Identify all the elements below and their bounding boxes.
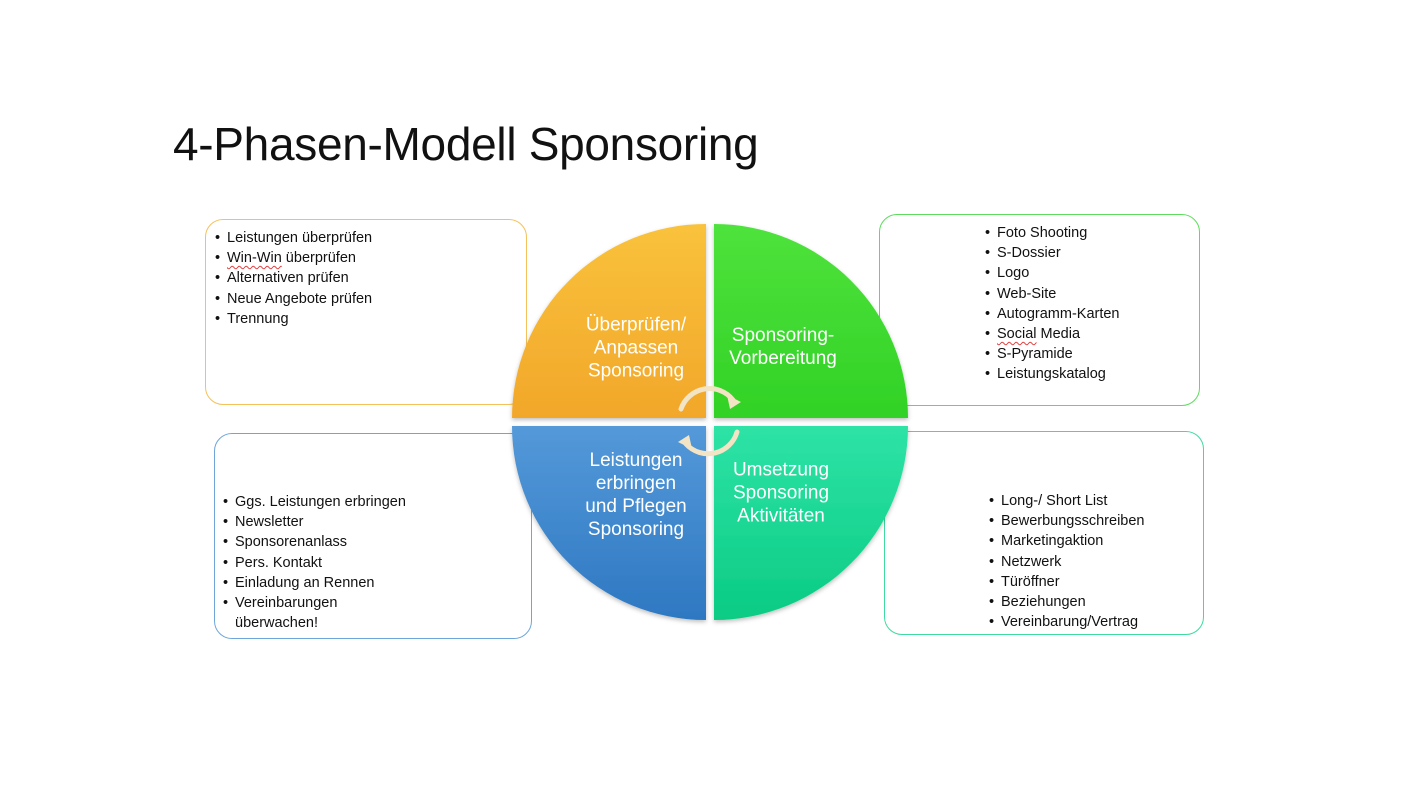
list-item-text: Trennung [227,310,289,327]
arrow-head-icon [678,435,692,449]
list-item: Win-Win überprüfen [215,248,372,268]
preparation-phase-box: Foto Shooting S-Dossier Logo Web-Site Au… [879,214,1200,406]
quadrant-preparation [714,224,908,418]
review-phase-label: Überprüfen/ Anpassen Sponsoring [586,314,686,383]
list-item-text: Logo [997,265,1030,282]
list-item-text: Foto Shooting [997,225,1088,241]
list-item-text: Media [1036,326,1081,343]
list-item: Beziehungen [989,592,1144,612]
list-item-text: Ggs. Leistungen erbringen [235,494,406,510]
maintenance-phase-list: Ggs. Leistungen erbringen Newsletter Spo… [223,492,406,633]
maintenance-phase-label: Leistungen erbringen und Pflegen Sponsor… [585,449,686,541]
list-item: Foto Shooting [985,223,1120,243]
list-item: Newsletter [223,512,406,532]
list-item-text: überprüfen [281,250,356,267]
list-item-text: Sponsorenanlass [235,534,348,551]
list-item: Leistungen überprüfen [215,228,372,248]
list-item-text: Marketingaktion [1001,533,1104,550]
list-item-text: Einladung an Rennen [235,574,375,591]
list-item-text: Alternativen prüfen [227,270,349,287]
quadrant-review [512,224,706,418]
execution-phase-box: Long-/ Short List Bewerbungsschreiben Ma… [884,431,1204,635]
phase-cycle-diagram: Überprüfen/ Anpassen Sponsoring Sponsori… [505,217,915,627]
phase-label-line: Vorbereitung [729,348,837,369]
list-item-text: Neue Angebote prüfen [227,290,373,307]
list-item: Einladung an Rennen [223,573,406,593]
phase-label-line: Anpassen [593,337,679,359]
list-item: Autogramm-Karten [985,304,1120,324]
list-item-text: Win-Win [227,250,282,267]
list-item: Türöffner [989,572,1144,592]
list-item-text: S-Pyramide [997,346,1073,363]
list-item: Ggs. Leistungen erbringen [223,492,406,512]
list-item: Trennung [215,309,372,329]
list-item-text: Bewerbungsschreiben [1001,513,1145,530]
list-item: Sponsorenanlass [223,532,406,552]
phase-label-line: Sponsoring [587,519,685,540]
list-item: Vereinbarung/Vertrag [989,612,1144,632]
list-item-text: Newsletter [235,514,304,531]
list-item-text: Türöffner [1001,573,1060,590]
list-item-text: Leistungskatalog [997,366,1106,383]
review-phase-list: Leistungen überprüfen Win-Win überprüfen… [215,228,372,329]
list-item-text: überwachen! [235,615,319,632]
execution-phase-list: Long-/ Short List Bewerbungsschreiben Ma… [989,491,1144,633]
list-item: Netzwerk [989,552,1144,572]
list-item-text: Beziehungen [1001,594,1086,611]
list-item: Vereinbarungen überwachen! [223,593,406,633]
quadrant-execution [714,426,908,620]
list-item: Alternativen prüfen [215,268,372,288]
list-item-text: Vereinbarung/Vertrag [1001,614,1139,631]
list-item: Pers. Kontakt [223,553,406,573]
list-item-text: Autogramm-Karten [997,305,1120,322]
execution-phase-label: Umsetzung Sponsoring Aktivitäten [733,459,829,528]
preparation-phase-label: Sponsoring- Vorbereitung [729,324,837,370]
list-item: Social Media [985,324,1120,344]
list-item: S-Dossier [985,243,1120,263]
phase-label-line: Aktivitäten [737,505,825,527]
list-item: Logo [985,263,1120,283]
quadrant-maintenance [512,426,706,620]
review-phase-box: Leistungen überprüfen Win-Win überprüfen… [205,219,527,405]
list-item-text: Vereinbarungen [235,595,338,612]
list-item-text: S-Dossier [997,245,1061,262]
phase-label-line: Sponsoring [732,482,830,504]
list-item-text: Netzwerk [1001,553,1062,570]
list-item-text: Pers. Kontakt [235,554,323,571]
list-item: Web-Site [985,284,1120,304]
page-title: 4-Phasen-Modell Sponsoring [173,118,759,170]
list-item-text: Web-Site [997,285,1057,302]
phase-label-line: erbringen [595,473,677,494]
phase-label-line: Sponsoring- [731,325,835,346]
list-item: Long-/ Short List [989,491,1144,511]
list-item: Leistungskatalog [985,364,1120,384]
list-item: Bewerbungsschreiben [989,511,1144,531]
maintenance-phase-box: Ggs. Leistungen erbringen Newsletter Spo… [214,433,532,639]
list-item: Marketingaktion [989,531,1144,551]
list-item-text: Social [997,326,1037,343]
arrow-head-icon [727,395,741,409]
phase-label-line: Umsetzung [732,459,830,481]
phase-label-line: und Pflegen [585,496,687,517]
phase-label-line: Sponsoring [587,360,685,382]
list-item: S-Pyramide [985,344,1120,364]
list-item-text: Long-/ Short List [1001,493,1108,509]
phase-label-line: Überprüfen/ [585,314,687,336]
phase-label-line: Leistungen [589,450,683,471]
phase-cycle-graphic [512,224,908,620]
list-item-text: Leistungen überprüfen [227,230,373,246]
list-item: Neue Angebote prüfen [215,289,372,309]
preparation-phase-list: Foto Shooting S-Dossier Logo Web-Site Au… [985,223,1120,385]
